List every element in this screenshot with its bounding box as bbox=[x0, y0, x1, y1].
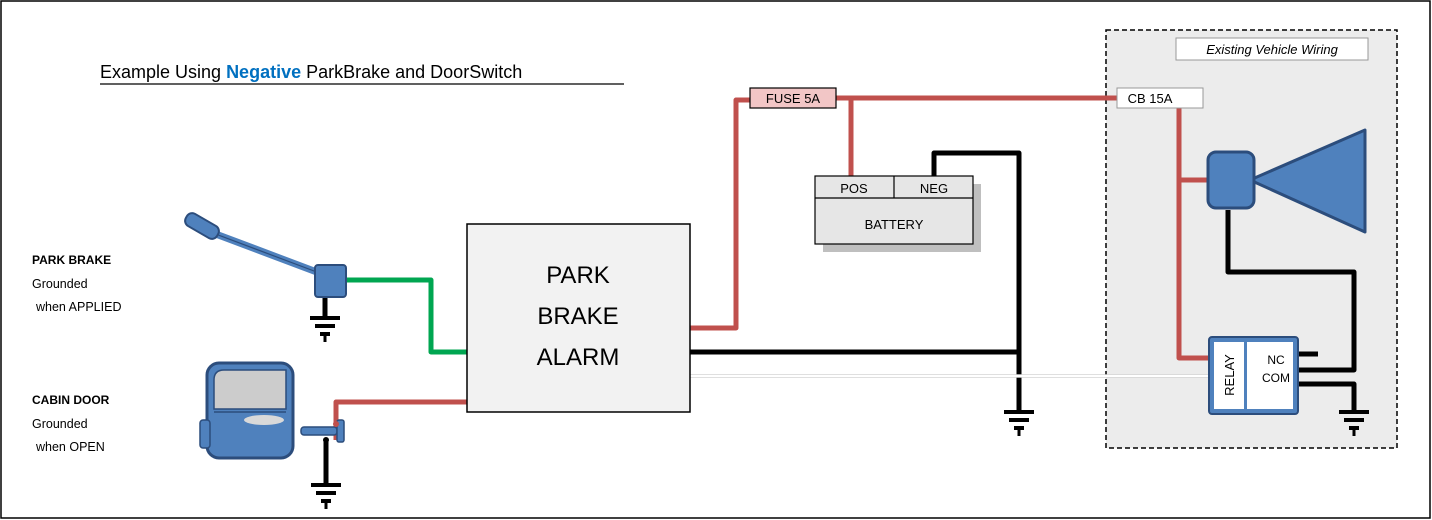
park-brake-line2: when APPLIED bbox=[35, 300, 121, 314]
wire-breaker-to-relay bbox=[1176, 108, 1210, 361]
cabin-door-line2: when OPEN bbox=[35, 440, 105, 454]
battery-name-label: BATTERY bbox=[865, 217, 924, 232]
battery-pos-label: POS bbox=[840, 181, 868, 196]
title-prefix: Example Using bbox=[100, 62, 226, 82]
ground-symbol-relay bbox=[1339, 410, 1369, 436]
relay-label: RELAY bbox=[1222, 354, 1237, 396]
wire-relay-ground bbox=[1296, 381, 1357, 410]
title-highlight: Negative bbox=[226, 62, 301, 82]
ground-symbol-brake bbox=[310, 316, 340, 342]
circuit-breaker bbox=[1116, 87, 1204, 109]
horn-icon bbox=[1206, 128, 1367, 234]
battery bbox=[814, 175, 981, 252]
relay-nc-label: NC bbox=[1267, 353, 1285, 367]
wire-brake-to-alarm bbox=[346, 277, 467, 355]
wire-battery-negative bbox=[931, 150, 1022, 410]
title-suffix: ParkBrake and DoorSwitch bbox=[301, 62, 522, 82]
existing-wiring-label-box bbox=[1175, 37, 1369, 61]
ground-symbol-battery bbox=[1004, 410, 1034, 436]
cabin-door-line1: Grounded bbox=[32, 417, 88, 431]
alarm-label-line1: PARK bbox=[546, 262, 610, 289]
park-brake-line1: Grounded bbox=[32, 277, 88, 291]
park-brake-alarm-box bbox=[466, 223, 691, 413]
door-switch-icon bbox=[300, 419, 345, 443]
fuse bbox=[749, 87, 837, 109]
cabin-door-icon bbox=[199, 361, 295, 460]
ground-wires bbox=[322, 150, 1357, 484]
park-brake-title: PARK BRAKE bbox=[32, 253, 111, 267]
diagram-title: Example Using Negative ParkBrake and Doo… bbox=[100, 62, 522, 82]
park-brake-lever-icon bbox=[184, 212, 347, 298]
battery-neg-label: NEG bbox=[920, 181, 948, 196]
wire-alarm-to-fuse bbox=[690, 97, 750, 331]
relay bbox=[1208, 336, 1299, 415]
ground-symbol-door bbox=[311, 483, 341, 509]
existing-wiring-label: Existing Vehicle Wiring bbox=[1206, 42, 1338, 57]
cabin-door-title: CABIN DOOR bbox=[32, 393, 110, 407]
alarm-label-line2: BRAKE bbox=[537, 303, 618, 330]
wire-horn-to-relay-com bbox=[1225, 210, 1357, 373]
alarm-label-line3: ALARM bbox=[537, 344, 620, 371]
circuit-breaker-label: CB 15A bbox=[1128, 91, 1173, 106]
relay-com-label: COM bbox=[1262, 371, 1290, 385]
fuse-label: FUSE 5A bbox=[766, 91, 821, 106]
